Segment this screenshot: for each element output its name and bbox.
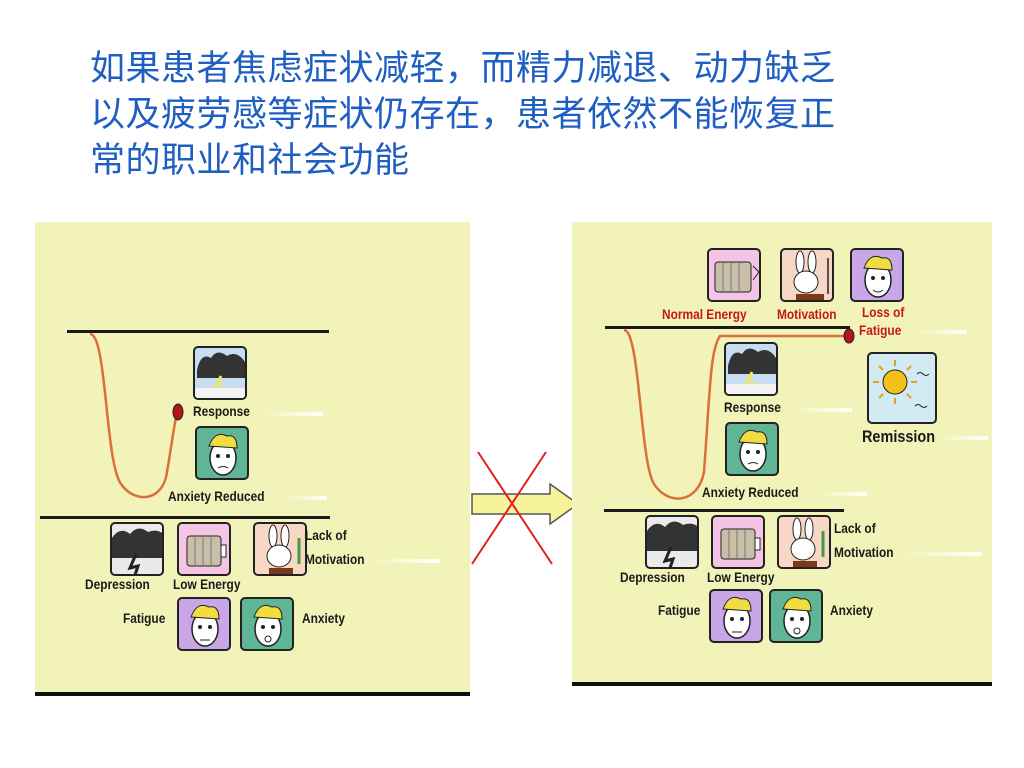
low-energy-label: Low Energy <box>173 576 241 592</box>
title-line-3: 常的职业和社会功能 <box>90 141 410 181</box>
label-trail <box>370 559 440 563</box>
remission-label: Remission <box>862 427 936 446</box>
worried-face-icon <box>709 589 763 643</box>
left-panel: Response Anxiety Reduced Depression Low … <box>35 222 470 696</box>
label-trail <box>287 496 327 500</box>
lack-of-label: Lack of <box>305 527 347 543</box>
worried-face-icon <box>769 589 823 643</box>
recovery-curve <box>89 332 184 499</box>
label-trail <box>940 436 988 440</box>
rabbit-icon <box>777 515 831 569</box>
cross-icon <box>477 451 553 565</box>
label-trail <box>263 412 323 416</box>
loss-of-label: Loss of <box>862 304 905 320</box>
label-trail <box>917 330 967 334</box>
right-panel: Normal Energy Motivation Loss of Fatigue… <box>572 222 992 686</box>
fatigue-label: Fatigue <box>658 602 701 618</box>
right-arrow-icon <box>471 482 580 526</box>
worried-face-icon <box>177 597 231 651</box>
mid-divider <box>40 516 330 519</box>
storm-cloud-icon <box>724 342 778 396</box>
worried-face-icon <box>195 426 249 480</box>
anxiety-reduced-label: Anxiety Reduced <box>168 488 265 504</box>
anxiety-reduced-label: Anxiety Reduced <box>702 484 799 500</box>
slide-title: 如果患者焦虑症状减轻，而精力减退、动力缺乏 以及疲劳感等症状仍存在，患者依然不能… <box>90 46 940 184</box>
storm-cloud-icon <box>645 515 699 569</box>
anxiety-label: Anxiety <box>302 610 345 626</box>
title-line-1: 如果患者焦虑症状减轻，而精力减退、动力缺乏 <box>90 49 836 89</box>
recovery-curve <box>623 328 855 500</box>
top-baseline <box>67 330 329 333</box>
fatigue-label: Fatigue <box>123 610 166 626</box>
worried-face-icon <box>240 597 294 651</box>
worried-face-icon <box>725 422 779 476</box>
lack-of-label: Lack of <box>834 520 876 536</box>
worried-face-icon <box>850 248 904 302</box>
storm-cloud-icon <box>193 346 247 400</box>
mid-divider <box>604 509 844 512</box>
motivation-label: Motivation <box>834 544 894 560</box>
depression-label: Depression <box>620 569 685 585</box>
sun-icon <box>867 352 937 424</box>
response-label: Response <box>193 403 250 419</box>
storm-cloud-icon <box>110 522 164 576</box>
motivation-label: Motivation <box>305 551 365 567</box>
fatigue-top-label: Fatigue <box>859 322 902 338</box>
label-trail <box>817 492 867 496</box>
label-trail <box>902 552 982 556</box>
label-trail <box>792 408 852 412</box>
low-energy-label: Low Energy <box>707 569 775 585</box>
motivation-top-label: Motivation <box>777 306 837 322</box>
title-line-2: 以及疲劳感等症状仍存在，患者依然不能恢复正 <box>90 95 836 135</box>
rabbit-icon <box>780 248 834 302</box>
battery-icon <box>707 248 761 302</box>
battery-icon <box>177 522 231 576</box>
rabbit-icon <box>253 522 307 576</box>
battery-icon <box>711 515 765 569</box>
anxiety-label: Anxiety <box>830 602 873 618</box>
response-label: Response <box>724 399 781 415</box>
normal-energy-label: Normal Energy <box>662 306 747 322</box>
depression-label: Depression <box>85 576 150 592</box>
top-baseline <box>605 326 850 329</box>
